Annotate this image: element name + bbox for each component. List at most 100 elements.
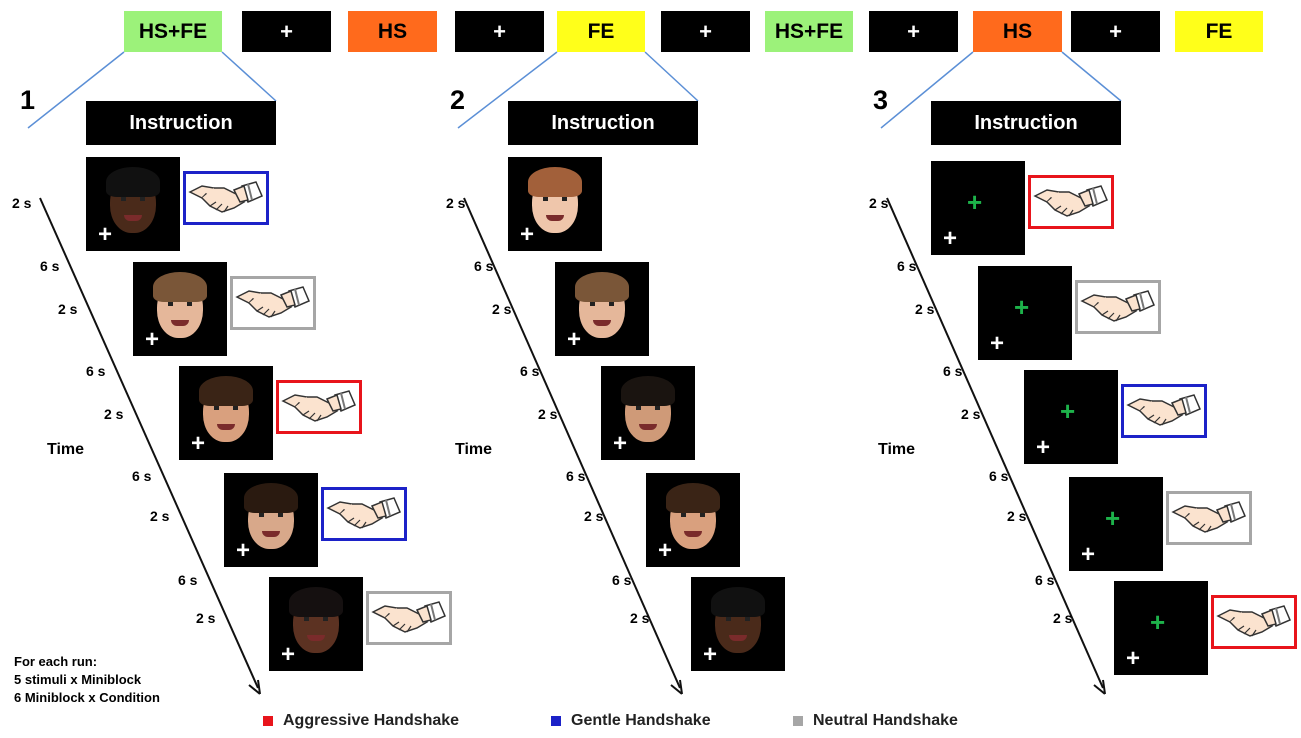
green-cross-icon: +: [967, 187, 983, 217]
handshake-icon-gentle: [1121, 384, 1207, 438]
duration-label: 2 s: [584, 508, 604, 524]
face-mouth: [217, 424, 235, 430]
duration-label: 2 s: [538, 406, 558, 422]
face-hair: [575, 272, 629, 302]
duration-label: 6 s: [40, 258, 60, 274]
duration-label: 6 s: [474, 258, 494, 274]
handshake-icon-aggressive: [1028, 175, 1114, 229]
face-eyes: [304, 617, 328, 621]
panel-number: 1: [20, 85, 36, 115]
instruction-box: Instruction: [86, 101, 276, 145]
fixation-cross-icon: +: [990, 330, 1005, 357]
stimulus-screen: ++: [978, 266, 1072, 360]
time-axis-label: Time: [47, 441, 85, 458]
face-photo: [666, 483, 720, 549]
duration-label: 2 s: [961, 406, 981, 422]
zoom-connector-right: [221, 51, 277, 102]
face-photo: [289, 587, 343, 653]
run-description: For each run: 5 stimuli x Miniblock 6 Mi…: [14, 653, 160, 707]
legend-swatch: [263, 716, 273, 726]
face-photo: [575, 272, 629, 338]
face-hair: [621, 376, 675, 406]
face-photo: [711, 587, 765, 653]
face-mouth: [593, 320, 611, 326]
face-eyes: [121, 197, 145, 201]
legend-item: Aggressive Handshake: [263, 712, 459, 730]
stimulus-screen: +: [555, 262, 649, 356]
face-mouth: [307, 635, 325, 641]
timeline-condition-block-hs-plus-fe: HS+FE: [124, 11, 222, 52]
timeline-fixation-block: +: [455, 11, 544, 52]
face-eyes: [726, 617, 750, 621]
face-mouth: [124, 215, 142, 221]
fixation-cross-icon: +: [567, 326, 582, 353]
stimulus-screen: +: [508, 157, 602, 251]
timeline-condition-block-fe: FE: [557, 11, 645, 52]
face-hair: [289, 587, 343, 617]
duration-label: 6 s: [897, 258, 917, 274]
fixation-cross-icon: +: [943, 225, 958, 252]
timeline-condition-block-hs-plus-fe: HS+FE: [765, 11, 853, 52]
run-description-line-1: For each run:: [14, 654, 98, 669]
face-mouth: [546, 215, 564, 221]
run-description-line-2: 5 stimuli x Miniblock: [14, 672, 142, 687]
duration-label: 6 s: [178, 572, 198, 588]
face-mouth: [639, 424, 657, 430]
legend-label: Aggressive Handshake: [283, 712, 460, 729]
timeline-fixation-block: +: [661, 11, 750, 52]
handshake-icon-gentle: [183, 171, 269, 225]
fixation-cross-icon: +: [658, 537, 673, 564]
face-photo: [244, 483, 298, 549]
timeline-condition-block-hs: HS: [973, 11, 1062, 52]
stimulus-screen: +: [133, 262, 227, 356]
fixation-cross-icon: +: [1081, 541, 1096, 568]
green-cross-icon: +: [1014, 292, 1030, 322]
fixation-cross-icon: +: [520, 221, 535, 248]
duration-label: 2 s: [1007, 508, 1027, 524]
duration-label: 2 s: [869, 195, 889, 211]
time-axis-label: Time: [455, 441, 493, 458]
face-eyes: [636, 406, 660, 410]
duration-label: 2 s: [150, 508, 170, 524]
face-mouth: [684, 531, 702, 537]
green-cross-icon: +: [1150, 607, 1166, 637]
legend-swatch: [551, 716, 561, 726]
duration-label: 6 s: [943, 363, 963, 379]
stimulus-screen: +: [601, 366, 695, 460]
duration-label: 6 s: [520, 363, 540, 379]
green-cross-icon: +: [1105, 503, 1121, 533]
run-description-line-3: 6 Miniblock x Condition: [14, 690, 160, 705]
face-hair: [528, 167, 582, 197]
duration-label: 2 s: [196, 610, 216, 626]
fixation-cross-icon: +: [236, 537, 251, 564]
legend-item: Neutral Handshake: [793, 712, 958, 730]
duration-label: 2 s: [630, 610, 650, 626]
face-eyes: [543, 197, 567, 201]
stimulus-screen: +: [224, 473, 318, 567]
timeline-condition-block-hs: HS: [348, 11, 437, 52]
handshake-icon-neutral: [1075, 280, 1161, 334]
time-axis-label: Time: [878, 441, 916, 458]
time-arrow-head: [1093, 679, 1106, 695]
duration-label: 6 s: [989, 468, 1009, 484]
duration-label: 6 s: [132, 468, 152, 484]
handshake-icon-neutral: [1166, 491, 1252, 545]
face-photo: [106, 167, 160, 233]
duration-label: 6 s: [86, 363, 106, 379]
stimulus-screen: +: [691, 577, 785, 671]
handshake-icon-aggressive: [276, 380, 362, 434]
duration-label: 6 s: [1035, 572, 1055, 588]
duration-label: 2 s: [58, 301, 78, 317]
face-mouth: [729, 635, 747, 641]
fixation-cross-icon: +: [1036, 434, 1051, 461]
time-arrow-head: [670, 679, 683, 695]
stimulus-screen: +: [269, 577, 363, 671]
duration-label: 2 s: [446, 195, 466, 211]
zoom-connector-right: [1061, 51, 1122, 102]
face-eyes: [259, 513, 283, 517]
face-photo: [153, 272, 207, 338]
fixation-cross-icon: +: [613, 430, 628, 457]
zoom-connector-right: [644, 51, 699, 102]
duration-label: 2 s: [915, 301, 935, 317]
